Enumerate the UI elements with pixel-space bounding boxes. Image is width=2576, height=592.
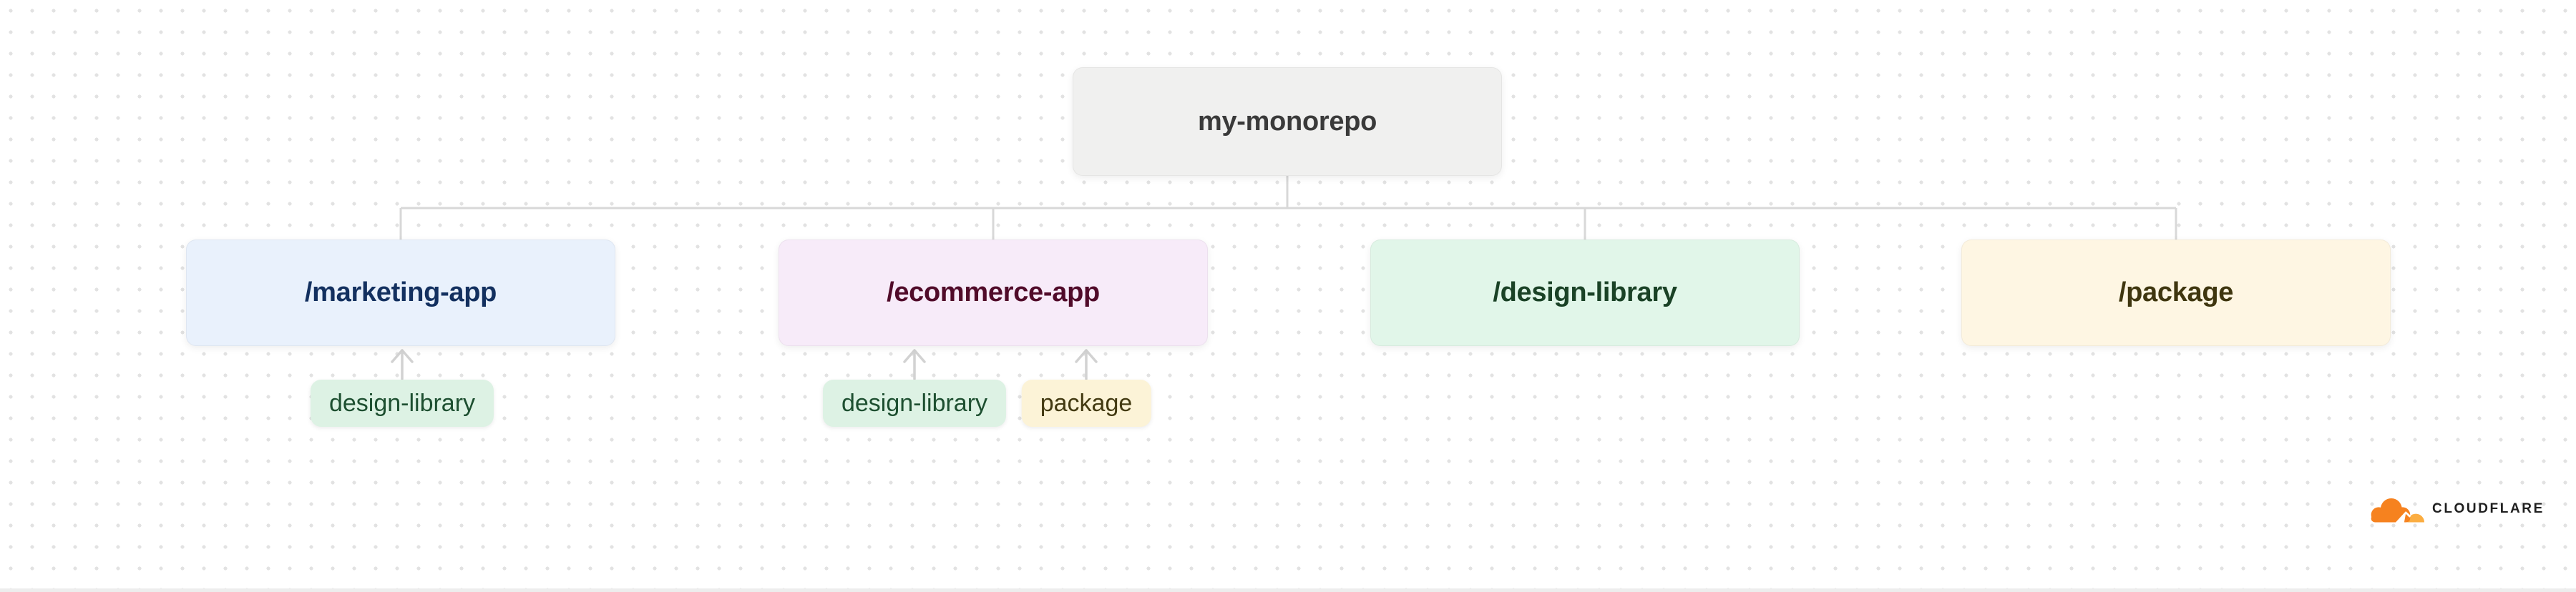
- node-package-label: /package: [2118, 277, 2234, 307]
- dependency-arrows: [391, 349, 1098, 380]
- cloudflare-logo: CLOUDFLARE: [2364, 492, 2545, 526]
- node-ecommerce-app: /ecommerce-app: [779, 240, 1208, 346]
- cloudflare-cloud-icon: [2371, 498, 2425, 523]
- badge-label: package: [1040, 389, 1133, 417]
- node-ecommerce-app-label: /ecommerce-app: [887, 277, 1100, 307]
- parent-child-lines: [399, 176, 2177, 240]
- canvas-bottom-edge: [0, 588, 2576, 592]
- node-design-library: /design-library: [1370, 240, 1800, 346]
- node-my-monorepo-label: my-monorepo: [1197, 106, 1377, 137]
- node-marketing-app-label: /marketing-app: [304, 277, 497, 307]
- badge-marketing-design-library: design-library: [310, 380, 494, 427]
- arrow-ecommerce-design-library: [903, 349, 926, 380]
- node-marketing-app: /marketing-app: [186, 240, 615, 346]
- badge-ecommerce-design-library: design-library: [822, 380, 1007, 427]
- badge-label: design-library: [328, 389, 476, 417]
- arrow-marketing-design-library: [391, 349, 414, 380]
- cloudflare-wordmark: CLOUDFLARE: [2432, 501, 2545, 516]
- node-package: /package: [1961, 240, 2391, 346]
- node-design-library-label: /design-library: [1493, 277, 1677, 307]
- badge-ecommerce-package: package: [1021, 380, 1151, 427]
- arrow-ecommerce-package: [1075, 349, 1098, 380]
- node-my-monorepo: my-monorepo: [1073, 67, 1502, 176]
- badge-label: design-library: [841, 389, 988, 417]
